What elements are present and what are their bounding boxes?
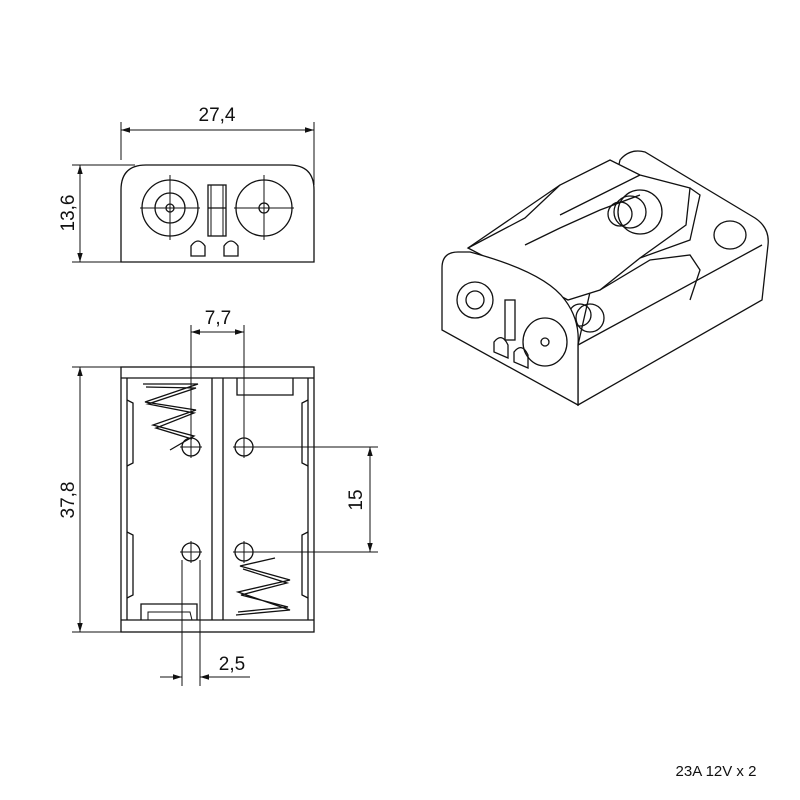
dimension-height-front-label: 13,6 bbox=[58, 195, 79, 232]
dimension-height-front: 13,6 bbox=[58, 164, 135, 263]
dimension-length: 37,8 bbox=[58, 366, 121, 633]
dimension-pin-spacing-x-label: 7,7 bbox=[205, 308, 231, 329]
dimension-pin-spacing-y: 15 bbox=[253, 446, 378, 553]
dimension-pin-spacing-y-label: 15 bbox=[346, 489, 367, 510]
dimension-pin-spacing-x: 7,7 bbox=[190, 308, 245, 440]
dimension-width-label: 27,4 bbox=[199, 105, 236, 126]
spring-icon bbox=[235, 557, 291, 616]
caption: 23A 12V x 2 bbox=[676, 763, 757, 780]
dimension-pin-diameter: 2,5 bbox=[160, 560, 250, 686]
dimension-pin-diameter-label: 2,5 bbox=[219, 654, 245, 675]
top-view bbox=[120, 366, 315, 633]
dimension-width: 27,4 bbox=[120, 105, 315, 185]
front-view bbox=[120, 164, 315, 263]
isometric-view bbox=[441, 150, 769, 407]
spring-icon bbox=[143, 383, 199, 451]
dimension-length-label: 37,8 bbox=[58, 482, 79, 519]
